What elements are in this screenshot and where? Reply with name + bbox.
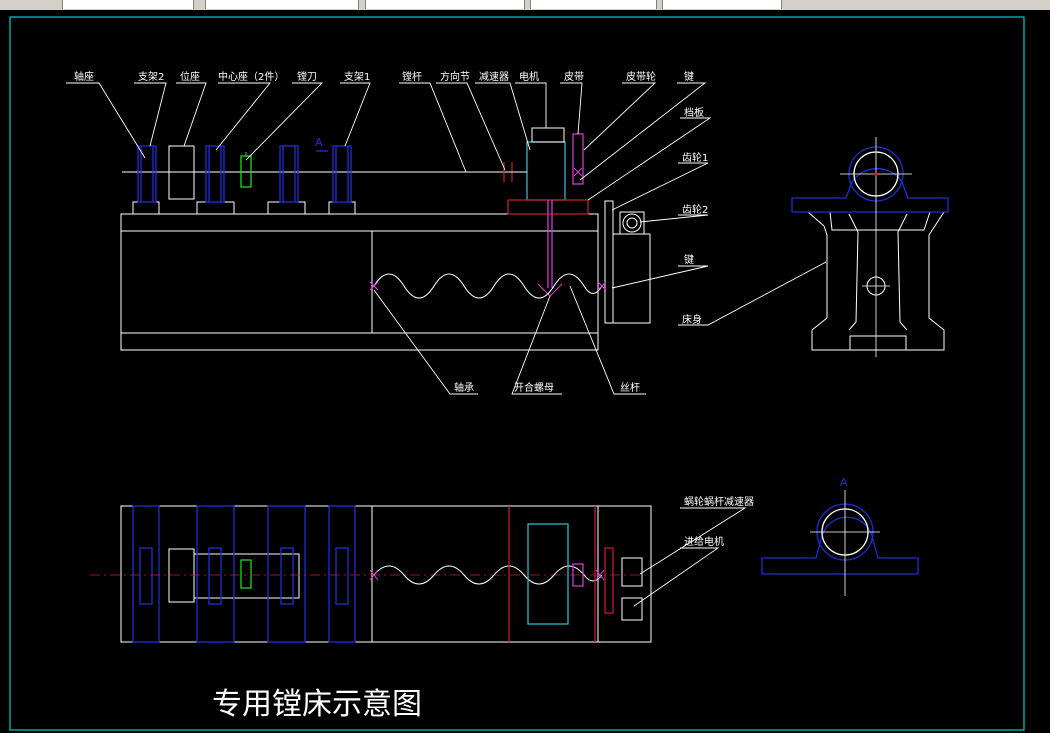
toolbar-field[interactable] xyxy=(62,0,194,9)
label-zhijia2: 支架2 xyxy=(138,71,164,83)
label-tangdao: 镗刀 xyxy=(297,70,317,83)
label-mark-a2: A xyxy=(840,476,848,489)
leader-lines xyxy=(66,82,827,607)
label-sigan: 丝杆 xyxy=(620,382,640,394)
drawing-title: 专用镗床示意图 xyxy=(212,687,422,722)
label-zhijia1: 支架1 xyxy=(344,71,370,83)
label-mark-a: A xyxy=(315,136,323,149)
label-zhongxinzuo: 中心座（2件） xyxy=(218,70,284,83)
cad-drawing-canvas[interactable]: 轴座 支架2 位座 中心座（2件） 镗刀 支架1 镗杆 方向节 减速器 电机 皮… xyxy=(0,10,1050,733)
label-pidai: 皮带 xyxy=(564,70,584,83)
drive-top xyxy=(369,506,614,642)
supports-front xyxy=(137,145,352,203)
drawing-frame xyxy=(9,16,1025,731)
label-taban: 档板 xyxy=(684,106,704,119)
label-chilun1: 齿轮1 xyxy=(682,151,708,164)
label-tanggan: 镗杆 xyxy=(402,70,422,83)
label-jian2: 键 xyxy=(684,253,694,266)
label-chuangshen: 床身 xyxy=(682,313,702,326)
toolbar-field[interactable] xyxy=(205,0,359,9)
section-markers: A A xyxy=(315,136,848,489)
label-kaihemumu: 开合螺母 xyxy=(514,381,554,394)
front-view xyxy=(120,145,651,351)
toolbar-field[interactable] xyxy=(365,0,525,9)
label-zhouzuo: 轴座 xyxy=(74,70,94,83)
label-zhoucheng: 轴承 xyxy=(454,381,474,394)
boring-cutter-top xyxy=(240,559,252,589)
toolbar-field[interactable] xyxy=(662,0,782,9)
label-jian1: 键 xyxy=(684,70,694,83)
drive-front xyxy=(503,127,589,297)
bearing-marks xyxy=(369,281,607,291)
lead-screw-front xyxy=(373,273,603,299)
toolbar-field[interactable] xyxy=(530,0,657,9)
label-chilun2: 齿轮2 xyxy=(682,203,708,216)
label-weizuo: 位座 xyxy=(180,70,200,83)
label-wolun: 蜗轮蜗杆减速器 xyxy=(684,495,754,508)
label-dianji: 电机 xyxy=(519,70,539,83)
lead-screw-top xyxy=(373,565,603,585)
label-fangxiangjie: 方向节 xyxy=(440,70,470,83)
top-view xyxy=(120,505,652,643)
supports-top xyxy=(132,505,356,643)
label-jingji: 进给电机 xyxy=(684,535,724,548)
label-jiansuqi: 减速器 xyxy=(479,71,509,83)
section-a-centerlines xyxy=(810,490,880,596)
label-pidailun: 皮带轮 xyxy=(626,70,656,83)
part-labels: 轴座 支架2 位座 中心座（2件） 镗刀 支架1 镗杆 方向节 减速器 电机 皮… xyxy=(74,70,754,548)
